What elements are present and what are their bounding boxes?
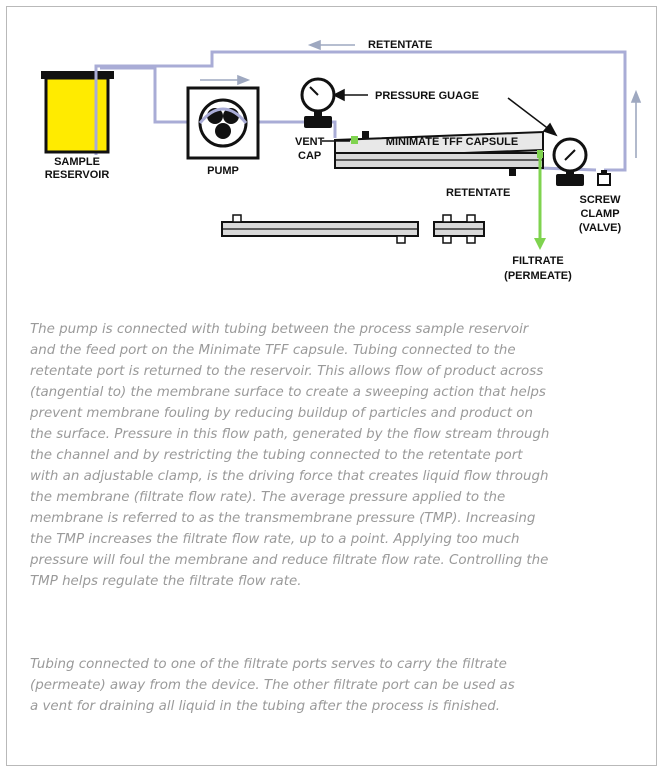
retentate-top-label: RETENTATE xyxy=(368,39,432,51)
pressure-label-arrowhead-2 xyxy=(542,122,558,137)
feed-tubing xyxy=(100,66,337,138)
screw-clamp-label-3: (VALVE) xyxy=(579,222,622,234)
caption-line: Tubing connected to one of the filtrate … xyxy=(30,657,507,672)
caption-line: membrane is referred to as the transmemb… xyxy=(30,511,536,526)
screw-clamp xyxy=(597,170,611,186)
feed-port xyxy=(362,131,369,139)
caption-line: (tangential to) the membrane surface to … xyxy=(30,385,546,400)
caption-line: pressure will foul the membrane and redu… xyxy=(30,553,549,568)
port-bottom xyxy=(396,235,406,244)
retentate-side-label: RETENTATE xyxy=(446,187,510,199)
caption-line: (permeate) away from the device. The oth… xyxy=(30,678,515,693)
reservoir-body xyxy=(44,76,110,154)
caption-paragraph-1: The pump is connected with tubing betwee… xyxy=(30,319,640,592)
pump-direction-arrowhead xyxy=(237,74,251,86)
retentate-port xyxy=(509,168,516,176)
caption-paragraph-2: Tubing connected to one of the filtrate … xyxy=(30,654,640,717)
right-return-arrowhead xyxy=(630,89,642,103)
flow-arrows xyxy=(200,39,642,158)
gauge-stem xyxy=(566,170,574,176)
caption-line: the membrane (filtrate flow rate). The a… xyxy=(30,490,506,505)
caption-line: TMP helps regulate the filtrate flow rat… xyxy=(30,574,302,589)
pump-roller xyxy=(215,123,231,139)
vent-cap-label-2: CAP xyxy=(298,150,321,162)
sample-reservoir-label-2: RESERVOIR xyxy=(45,169,110,181)
pressure-gauge-retentate xyxy=(552,137,588,186)
port-top xyxy=(442,214,452,223)
gauge-needle xyxy=(309,86,319,96)
clamp-body xyxy=(597,173,611,186)
capsule-side-view-short xyxy=(433,214,485,244)
port-bottom xyxy=(466,235,476,244)
vent-cap-port xyxy=(351,136,358,144)
filtrate-label: FILTRATE xyxy=(512,255,564,267)
caption-line: The pump is connected with tubing betwee… xyxy=(30,322,529,337)
retentate-return-tubing xyxy=(94,50,627,172)
caption-line: prevent membrane fouling by reducing bui… xyxy=(30,406,533,421)
pressure-gauge-feed xyxy=(300,77,336,128)
minimate-tff-capsule xyxy=(334,130,544,176)
caption-line: retentate port is returned to the reserv… xyxy=(30,364,544,379)
pump-label: PUMP xyxy=(207,165,239,177)
filtrate-arrowhead xyxy=(534,238,546,250)
caption-line: a vent for draining all liquid in the tu… xyxy=(30,699,501,714)
caption-line: with an adjustable clamp, is the driving… xyxy=(30,469,549,484)
gauge-needle xyxy=(564,149,576,161)
pressure-label-arrowhead xyxy=(332,88,345,102)
label-arrows xyxy=(322,88,558,142)
filtrate-label-2: (PERMEATE) xyxy=(504,270,572,282)
reservoir-lid xyxy=(41,71,114,79)
vent-cap-label: VENT xyxy=(295,136,325,148)
caption-line: and the feed port on the Minimate TFF ca… xyxy=(30,343,516,358)
filtrate-port xyxy=(537,150,543,158)
top-retentate-arrowhead xyxy=(307,39,321,51)
port-bottom xyxy=(442,235,452,244)
gauge-base xyxy=(304,116,332,128)
screw-clamp-label: SCREW xyxy=(580,194,622,206)
sample-reservoir-label: SAMPLE xyxy=(54,156,100,168)
tff-system-diagram: SAMPLE RESERVOIR PUMP MINIMATE TFF CAPSU… xyxy=(41,39,642,282)
clamp-screw xyxy=(601,170,607,174)
caption-line: the channel and by restricting the tubin… xyxy=(30,448,523,463)
screw-clamp-label-2: CLAMP xyxy=(580,208,619,220)
capsule-side-view-long xyxy=(221,214,419,244)
pump-tube-through xyxy=(198,107,248,124)
pressure-label-arrow-2 xyxy=(507,97,551,131)
gauge-stem xyxy=(314,110,322,118)
filtrate-arrow xyxy=(534,158,546,250)
port-top xyxy=(232,214,242,223)
capsule-label: MINIMATE TFF CAPSULE xyxy=(386,136,518,148)
pressure-guage-label: PRESSURE GUAGE xyxy=(375,90,479,102)
caption-line: the surface. Pressure in this flow path,… xyxy=(30,427,550,442)
port-top xyxy=(466,214,476,223)
sample-reservoir xyxy=(41,70,114,154)
gauge-base xyxy=(556,174,584,186)
caption-line: the TMP increases the filtrate flow rate… xyxy=(30,532,520,547)
pump xyxy=(186,86,260,160)
